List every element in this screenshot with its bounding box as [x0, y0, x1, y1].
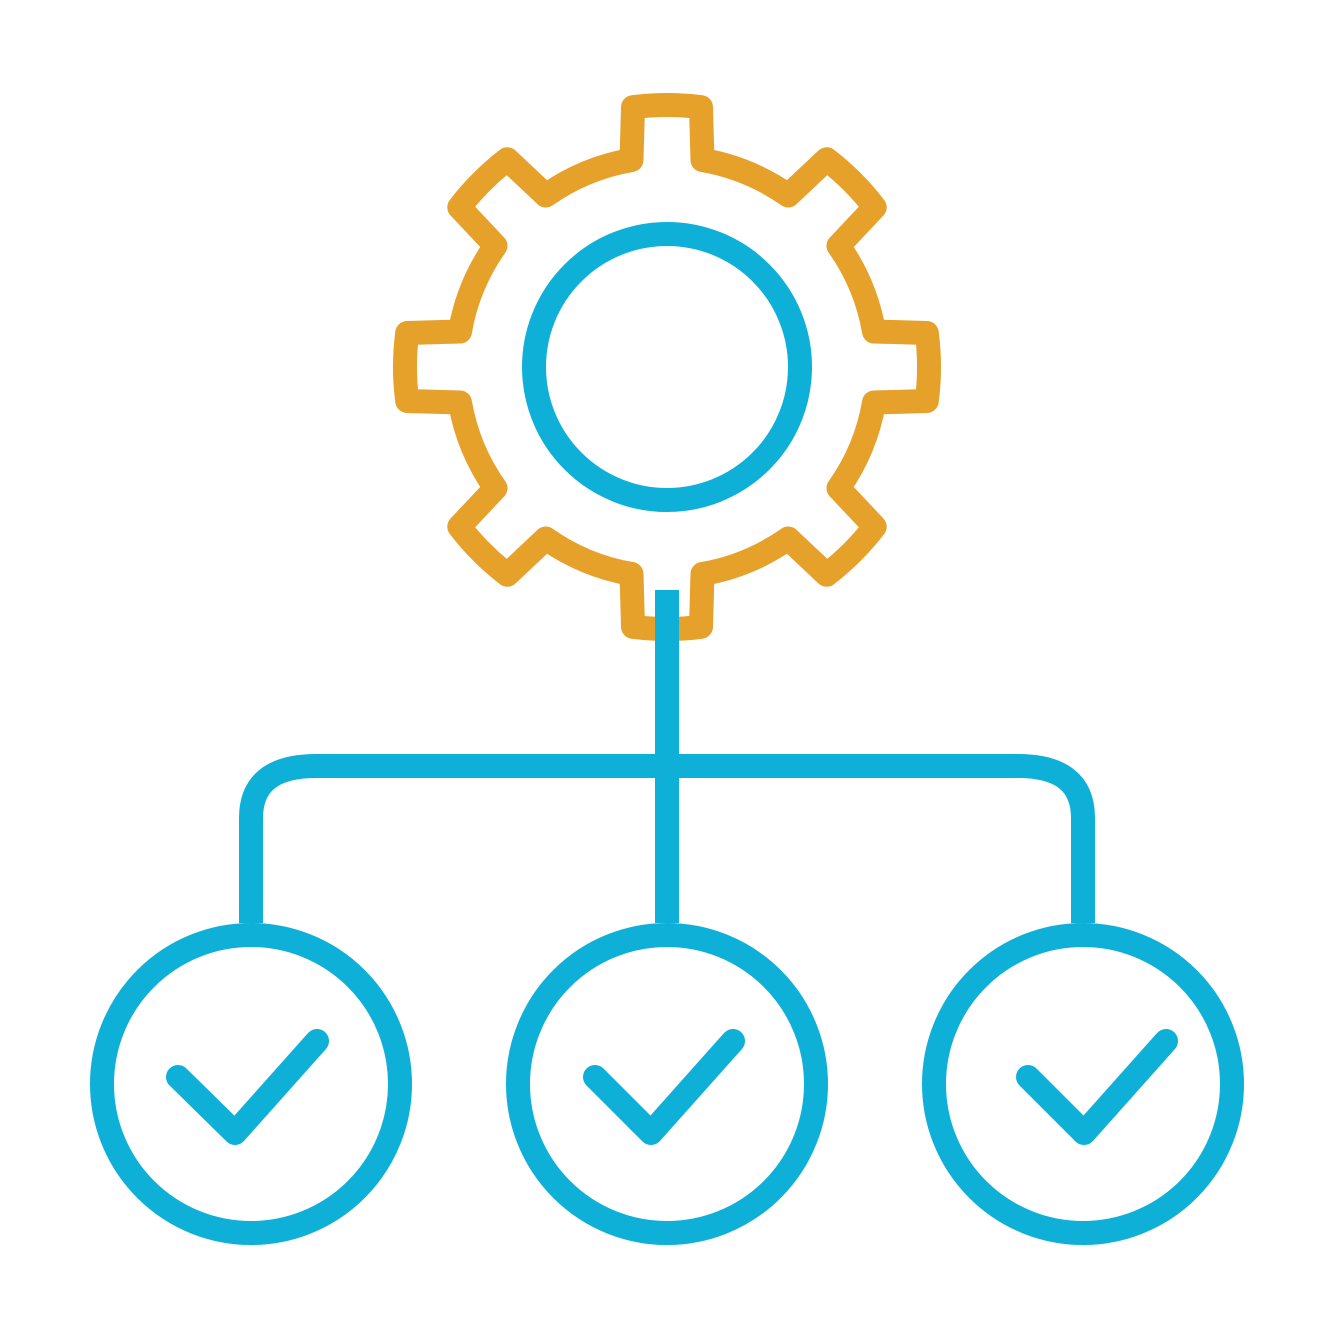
connector-branch-left [239, 754, 667, 923]
checkmark-icon [583, 1029, 745, 1145]
check-circle-icon-1 [90, 923, 412, 1245]
connector-branch-right [667, 754, 1095, 923]
gear-hub-circle [522, 222, 812, 512]
check-circle-icon-3 [922, 923, 1244, 1245]
checkmark-icon [166, 1029, 329, 1145]
gear-icon [392, 92, 942, 642]
checkmark-icon [1016, 1029, 1178, 1145]
connector-lines [239, 590, 1095, 923]
check-circle-icon-2 [506, 923, 828, 1245]
